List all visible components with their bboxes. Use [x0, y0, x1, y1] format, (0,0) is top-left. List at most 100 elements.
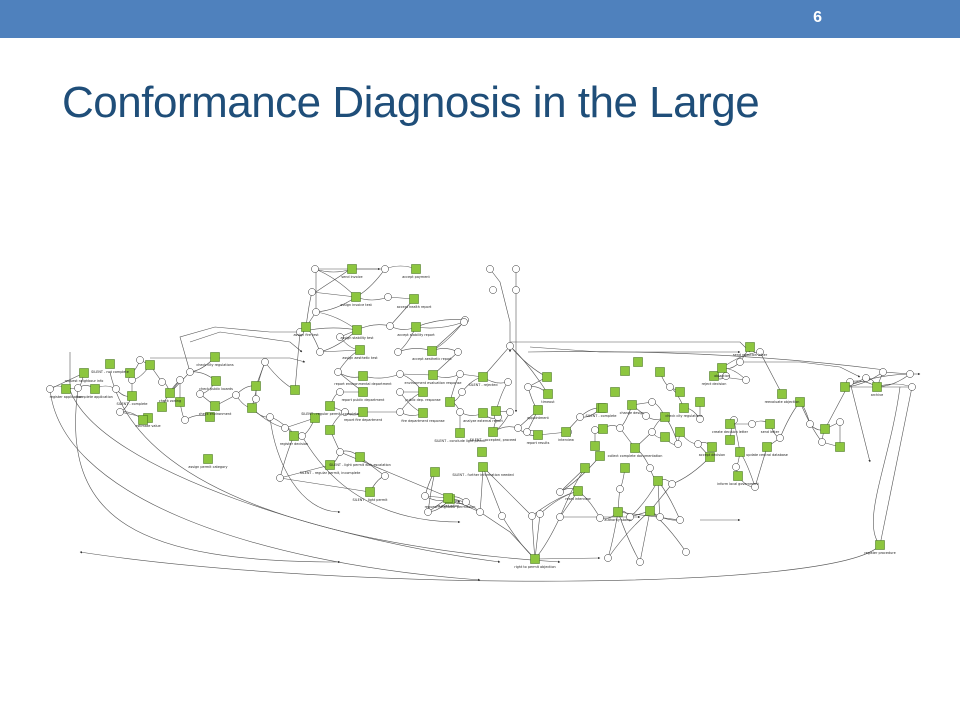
arc	[305, 291, 313, 328]
arc	[315, 311, 358, 331]
transition-node	[325, 460, 335, 470]
transition-label: update central database	[746, 453, 788, 457]
place-node	[396, 388, 404, 396]
transition-node	[210, 401, 220, 411]
transition-node	[675, 387, 685, 397]
place-node	[46, 385, 54, 393]
transition-node	[660, 412, 670, 422]
transition-node	[777, 389, 787, 399]
arc	[69, 389, 501, 563]
place-node	[136, 356, 144, 364]
transition-node	[478, 462, 488, 472]
transition-node	[655, 367, 665, 377]
arc	[179, 326, 301, 373]
transition-node	[301, 322, 311, 332]
transition-node	[352, 325, 362, 335]
transition-label: reset interview	[565, 497, 591, 501]
transition-node	[725, 419, 735, 429]
place-node	[616, 424, 624, 432]
transition-label: report results	[527, 441, 550, 445]
top-accent-bar: 6	[0, 0, 960, 38]
transition-label: complete application	[77, 395, 113, 399]
transition-node	[358, 387, 368, 397]
transition-node	[358, 407, 368, 417]
transition-label: accept health report	[397, 305, 432, 309]
place-node	[668, 480, 676, 488]
transition-node	[610, 387, 620, 397]
place-node	[462, 498, 470, 506]
place-node	[523, 428, 531, 436]
transition-node	[125, 368, 135, 378]
transition-node	[90, 384, 100, 394]
place-node	[486, 265, 494, 273]
place-node	[694, 440, 702, 448]
arc	[509, 345, 549, 395]
transition-node	[620, 463, 630, 473]
transition-node	[310, 413, 320, 423]
place-node	[676, 516, 684, 524]
transition-node	[795, 397, 805, 407]
transition-label: SILENT - further information needed	[452, 473, 513, 477]
place-node	[386, 322, 394, 330]
transition-node	[418, 387, 428, 397]
transition-node	[533, 405, 543, 415]
transition-label: assign permit category	[188, 465, 227, 469]
place-node	[476, 508, 484, 516]
transition-node	[455, 428, 465, 438]
arc	[49, 388, 481, 582]
arc	[79, 544, 881, 582]
arc	[75, 388, 341, 564]
place-node	[336, 388, 344, 396]
transition-node	[203, 454, 213, 464]
place-node	[742, 376, 750, 384]
place-node	[696, 415, 704, 423]
place-node	[316, 348, 324, 356]
arc	[399, 373, 434, 377]
place-node	[396, 408, 404, 416]
transition-label: SILENT - light permit	[353, 498, 389, 502]
place-node	[489, 286, 497, 294]
transition-node	[358, 371, 368, 381]
place-node	[311, 265, 319, 273]
transition-node	[365, 487, 375, 497]
transition-label: objection	[714, 374, 730, 378]
transition-node	[533, 430, 543, 440]
place-node	[276, 474, 284, 482]
transition-label: analyze external report	[463, 419, 503, 423]
arc	[397, 348, 433, 353]
transition-node	[627, 400, 637, 410]
transition-node	[530, 554, 540, 564]
transition-node	[595, 451, 605, 461]
transition-label: assign stability test	[340, 336, 374, 340]
transition-label: check public boards	[199, 387, 233, 391]
place-node	[158, 378, 166, 386]
transition-node	[165, 388, 175, 398]
place-node	[674, 440, 682, 448]
transition-node	[762, 442, 772, 452]
arc	[150, 357, 306, 363]
arc	[733, 419, 741, 453]
place-node	[591, 426, 599, 434]
arc	[311, 291, 357, 298]
transition-node	[427, 346, 437, 356]
place-node	[836, 418, 844, 426]
place-node	[682, 548, 690, 556]
slide-page-number: 6	[813, 9, 822, 26]
place-node	[556, 488, 564, 496]
arc	[501, 515, 536, 560]
transition-node	[411, 322, 421, 332]
arc	[617, 511, 681, 521]
place-node	[424, 508, 432, 516]
transition-label: assign invoice test	[340, 303, 372, 307]
arc	[534, 556, 601, 560]
transition-label: accept payment	[402, 275, 430, 279]
transition-node	[695, 397, 705, 407]
transition-label: accept stability report	[397, 333, 435, 337]
transition-node	[725, 435, 735, 445]
arc	[873, 386, 901, 546]
transition-node	[707, 442, 717, 452]
arc	[527, 351, 886, 371]
arc	[355, 296, 389, 301]
place-node	[381, 472, 389, 480]
